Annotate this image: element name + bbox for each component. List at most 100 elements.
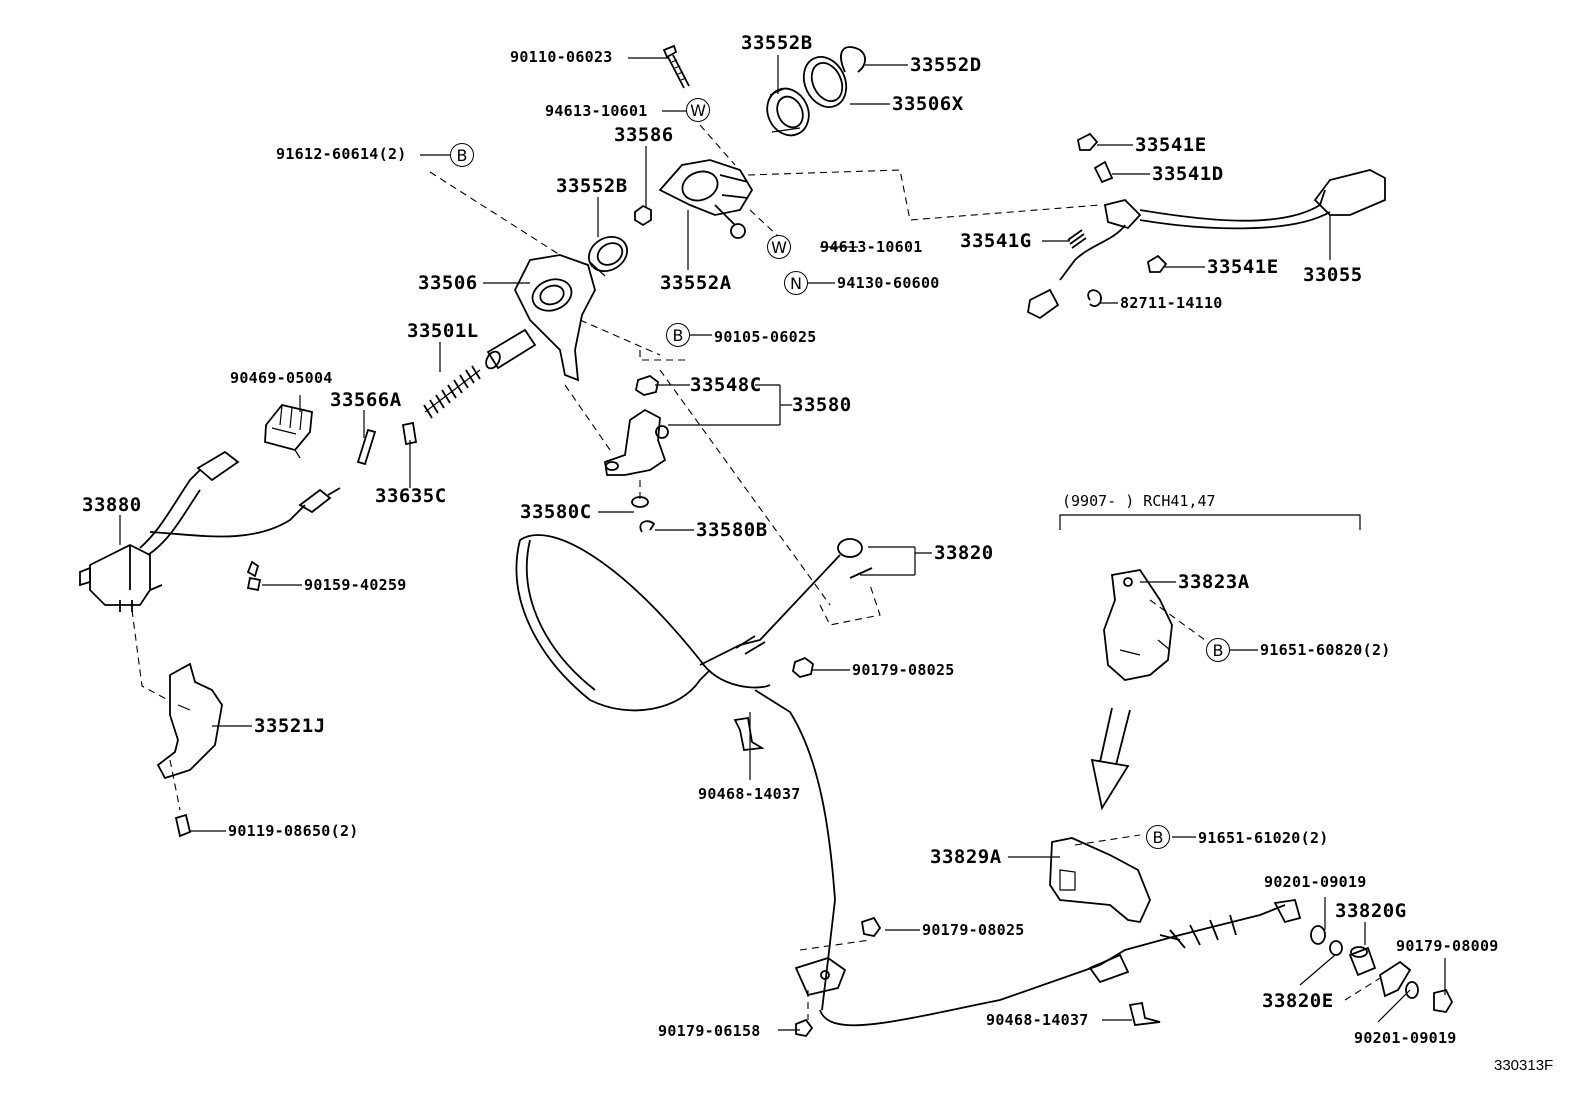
part-label: 33055 (1303, 264, 1363, 286)
part-label: 33635C (375, 485, 447, 507)
part-label: 90201-09019 (1264, 873, 1367, 891)
part-33541E-top (1076, 132, 1099, 151)
housing-33552A (658, 159, 754, 239)
part-label: 33580B (696, 519, 768, 541)
part-label: 33541E (1207, 256, 1279, 278)
part-label: 33552A (660, 272, 732, 294)
cable-33820 (515, 534, 1302, 1027)
part-label: 33820 (934, 542, 994, 564)
part-33635C (401, 421, 418, 446)
bracket-cable-end (794, 957, 847, 997)
snap-ring-33552D (840, 46, 866, 73)
part-label: 33586 (614, 124, 674, 146)
lever-33580 (603, 408, 669, 476)
part-label: 91612-60614(2) (276, 145, 407, 163)
part-label: 33506X (892, 93, 964, 115)
nut-90179-08025-b (860, 916, 882, 937)
part-label: 82711-14110 (1120, 294, 1223, 312)
bracket-end (1378, 960, 1412, 998)
model-range-note: (9907- ) RCH41,47 (1062, 492, 1216, 510)
part-label: 90119-08650(2) (228, 822, 359, 840)
part-label: 33829A (930, 846, 1002, 868)
part-label: 91651-61020(2) (1198, 829, 1329, 847)
part-label: 33541G (960, 230, 1032, 252)
part-label: 33548C (690, 374, 762, 396)
part-label: 33820G (1335, 900, 1407, 922)
b-callout-badge: B (1206, 638, 1230, 662)
part-label: 90110-06023 (510, 48, 613, 66)
seal-33552B-mid (588, 236, 628, 277)
washer-33820E (1329, 940, 1343, 956)
part-label: 33580 (792, 394, 852, 416)
part-label: 33552B (556, 175, 628, 197)
part-label: 33552D (910, 54, 982, 76)
n-callout-badge: N (784, 271, 808, 295)
nut-90179-06158 (795, 1018, 814, 1037)
bolt-90119-08650 (174, 813, 192, 838)
clip-33580B (639, 520, 656, 533)
part-label: 90468-14037 (986, 1011, 1089, 1029)
model-range-bracket (1059, 514, 1361, 530)
bracket-33521J (156, 662, 223, 780)
b-callout-badge: B (1146, 825, 1170, 849)
part-33580C (631, 496, 649, 508)
plate-33829A (1049, 837, 1151, 924)
bolt-90159-40259 (246, 560, 262, 592)
part-label: 90179-06158 (658, 1022, 761, 1040)
nut-90179-08025-a (792, 656, 814, 678)
dashed-reference-lines (131, 124, 1386, 1020)
actuator-33880 (79, 450, 341, 612)
w-callout-badge: W (686, 98, 710, 122)
part-label: 33501L (407, 320, 479, 342)
part-label: 33880 (82, 494, 142, 516)
bracket-33823A (1103, 569, 1173, 681)
leader-lines (119, 55, 1446, 1031)
part-label: 90469-05004 (230, 369, 333, 387)
part-label: 33521J (254, 715, 326, 737)
part-label: 90179-08025 (852, 661, 955, 679)
part-label: 33541E (1135, 134, 1207, 156)
part-33548C (634, 374, 659, 396)
washer-90201-09019-a (1310, 925, 1326, 945)
w-callout-badge: W (767, 235, 791, 259)
clip-90468-14037-a (733, 716, 765, 751)
b-callout-badge: B (666, 323, 690, 347)
diagram-code: 330313F (1494, 1057, 1554, 1074)
clip-90468-14037-b (1128, 1001, 1161, 1026)
arrow-indicator (1090, 707, 1131, 811)
part-label: 33541D (1152, 163, 1224, 185)
bushing-33820G (1348, 946, 1377, 977)
part-label: 33823A (1178, 571, 1250, 593)
part-label: 90468-14037 (698, 785, 801, 803)
part-label: 94613-10601 (820, 238, 923, 256)
part-label: 94130-60600 (837, 274, 940, 292)
clip-82711-14110 (1087, 289, 1102, 307)
part-label: 94613-10601 (545, 102, 648, 120)
seal-33552B-top (766, 87, 810, 137)
pin-33566A (356, 428, 377, 466)
part-label: 90159-40259 (304, 576, 407, 594)
bracket-33506 (485, 254, 596, 382)
part-label: 90179-08025 (922, 921, 1025, 939)
part-label: 33580C (520, 501, 592, 523)
part-label: 90201-09019 (1354, 1029, 1457, 1047)
washer-90201-09019-b (1405, 981, 1419, 999)
block-90469-05004 (264, 403, 313, 459)
shift-lever-33055 (1027, 169, 1386, 320)
part-label: 91651-60820(2) (1260, 641, 1391, 659)
part-label: 33820E (1262, 990, 1334, 1012)
part-label: 90179-08009 (1396, 937, 1499, 955)
part-label: 33566A (330, 389, 402, 411)
b-callout-badge: B (450, 143, 474, 167)
spring-33501L (423, 365, 481, 419)
part-label: 33552B (741, 32, 813, 54)
part-label: 33506 (418, 272, 478, 294)
part-33541D (1093, 160, 1114, 184)
part-33541E-bot (1146, 254, 1168, 273)
nut-33586 (634, 204, 652, 227)
spring-33541G (1067, 229, 1087, 249)
bolt-90110-06023 (662, 44, 690, 89)
washer-33506X (802, 56, 848, 108)
